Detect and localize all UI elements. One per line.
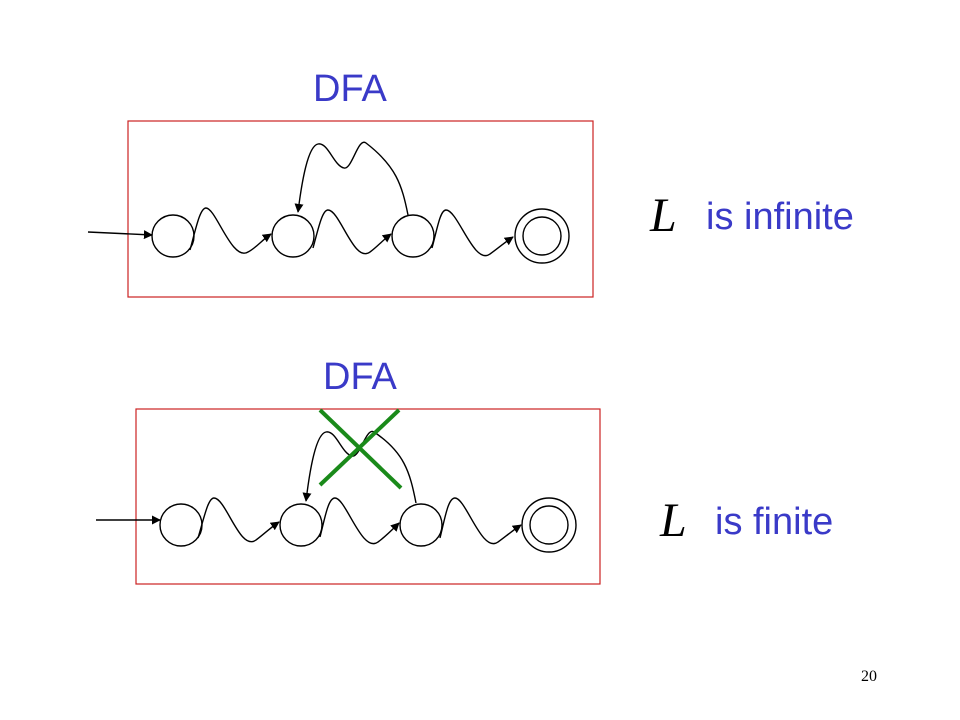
top-caption: is infinite	[706, 196, 854, 238]
bottom-dfa-frame	[135, 408, 601, 585]
top-dfa	[87, 120, 594, 298]
bottom-language-symbol: L	[660, 494, 687, 547]
top-language-symbol: L	[650, 189, 677, 242]
top-accept-state-inner	[522, 216, 562, 256]
bottom-caption: is finite	[715, 501, 834, 543]
bottom-diagram-title: DFA	[323, 356, 397, 398]
top-state-1	[151, 214, 195, 258]
bottom-path-3-accept	[439, 497, 522, 545]
bottom-path-1-2	[197, 497, 280, 543]
bottom-dfa	[96, 408, 601, 585]
bottom-accept-state-inner	[529, 505, 569, 545]
top-loop-3-2	[294, 141, 409, 216]
bottom-state-1	[159, 503, 203, 547]
top-path-3-accept	[431, 209, 514, 257]
top-dfa-frame	[127, 120, 594, 298]
cross-mark	[318, 408, 403, 490]
bottom-loop-3-2	[302, 430, 417, 504]
top-start-arrow	[87, 230, 153, 240]
top-diagram-title: DFA	[313, 68, 387, 110]
page-number: 20	[861, 668, 877, 685]
bottom-state-2	[279, 503, 323, 547]
top-accept-state-outer	[514, 208, 570, 264]
bottom-path-2-3	[319, 497, 400, 545]
bottom-state-3	[399, 503, 443, 547]
top-path-2-3	[312, 209, 392, 255]
bottom-accept-state-outer	[521, 497, 577, 553]
top-state-2	[271, 214, 315, 258]
top-state-3	[391, 214, 435, 258]
top-path-1-2	[189, 207, 272, 254]
